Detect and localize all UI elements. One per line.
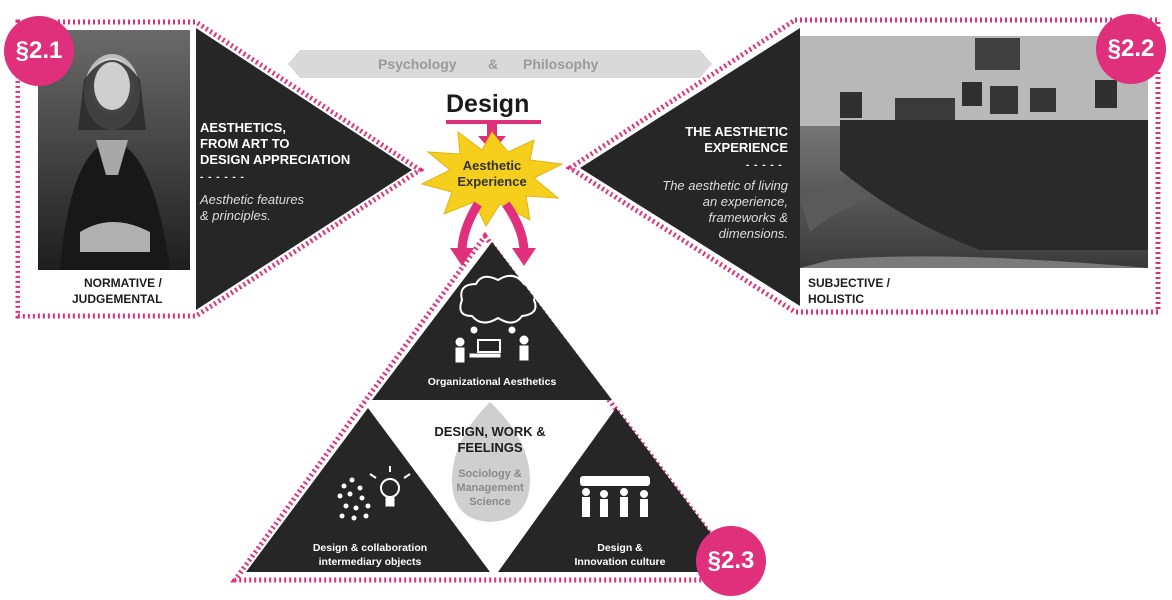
left-divider: - - - - - - [200,172,245,183]
right-subtitle-line-4: dimensions. [718,226,788,241]
ampersand-label: & [488,56,499,72]
right-subtitle-line-1: The aesthetic of living [662,178,788,193]
center-sub-line-1: Sociology & [458,468,522,480]
aesthetic-star-line-1: Aesthetic [462,158,522,173]
team-carrying-icon [580,476,650,517]
center-sub-line-2: Management [456,482,524,494]
left-title-line-1: AESTHETICS, [200,120,286,135]
badge-2-1: §2.1 [4,16,74,86]
bottom-triangle [230,231,751,583]
left-panel [15,19,425,319]
left-subtitle-line-2: & principles. [200,208,271,223]
center-title-line-1: DESIGN, WORK & [434,424,546,439]
badge-2-2: §2.2 [1096,14,1166,84]
museum-crowd-photo [800,36,1148,268]
right-title-line-1: THE AESTHETIC [685,124,788,139]
design-title: Design [446,90,530,118]
left-bottom-label-line-2: intermediary objects [318,556,422,568]
right-panel [565,17,1161,315]
left-caption-line-1: NORMATIVE / [84,276,162,290]
thought-bubble-meeting-icon [455,274,537,363]
down-arrows [450,201,536,266]
aesthetic-star-line-2: Experience [457,174,527,189]
left-title-line-3: DESIGN APPRECIATION [200,152,351,167]
aesthetic-experience-star [420,130,564,228]
right-caption-line-2: HOLISTIC [808,292,864,306]
mona-lisa-painting [36,30,190,270]
psychology-philosophy-arrow [288,50,712,78]
center-title-line-2: FEELINGS [457,440,523,455]
right-subtitle-line-3: frameworks & [708,210,788,225]
psychology-label: Psychology [378,56,457,72]
organizational-aesthetics-label: Organizational Aesthetics [427,376,557,388]
philosophy-label: Philosophy [523,56,599,72]
left-title-line-2: FROM ART TO [200,136,290,151]
center-sub-line-3: Science [469,496,511,508]
badge-2-3: §2.3 [696,526,766,596]
right-title-line-2: EXPERIENCE [704,140,788,155]
left-subtitle-line-1: Aesthetic features [200,192,305,207]
right-divider: - - - - - [746,160,783,171]
left-bottom-label-line-1: Design & collaboration [312,542,428,554]
right-subtitle-line-2: an experience, [702,194,788,209]
right-bottom-label-line-2: Innovation culture [574,556,666,568]
network-lightbulb-icon [337,466,411,521]
right-caption-line-1: SUBJECTIVE / [808,276,891,290]
right-bottom-label-line-1: Design & [597,542,643,554]
left-caption-line-2: JUDGEMENTAL [72,292,163,306]
